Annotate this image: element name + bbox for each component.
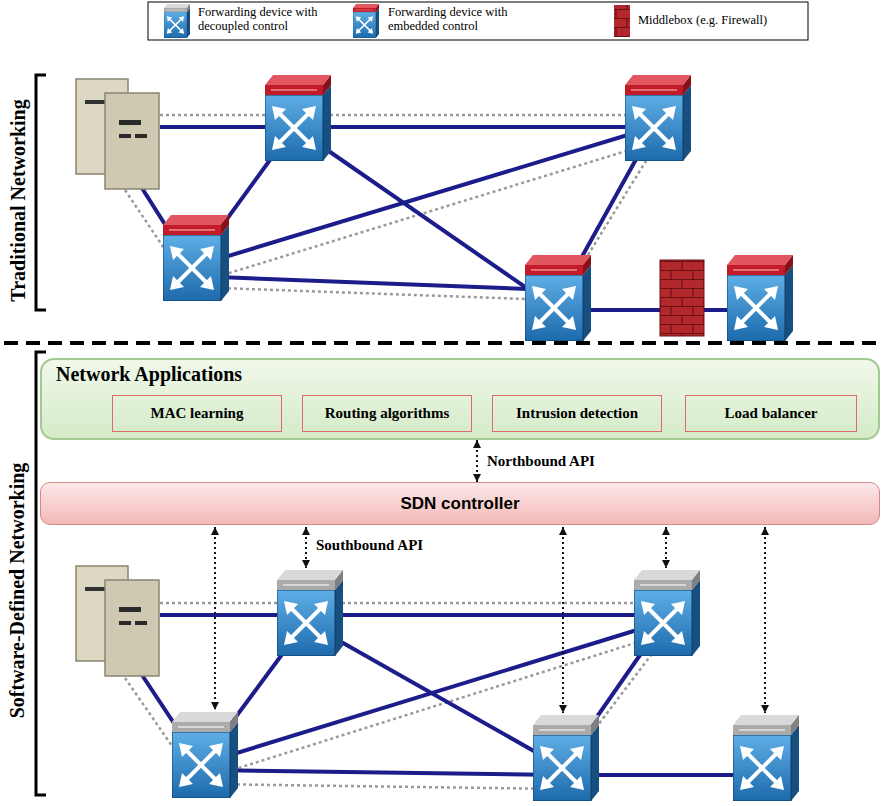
legend-frame	[148, 2, 808, 40]
legend-text: Forwarding device with decoupled control	[198, 5, 340, 34]
api-arrow	[305, 527, 307, 568]
api-label: Southbound API	[314, 537, 425, 554]
switch-icon	[163, 215, 229, 301]
legend-icon-embedded	[353, 4, 379, 38]
flow-path	[306, 602, 663, 605]
api-arrow	[562, 527, 564, 713]
api-connector	[476, 440, 478, 482]
box-label: Intrusion detection	[516, 405, 638, 422]
server-icon	[76, 566, 159, 676]
switch-icon	[733, 715, 799, 801]
switch-icon	[634, 570, 700, 656]
legend-icon-firewall	[614, 5, 630, 37]
link	[306, 622, 562, 767]
switch-icon	[625, 75, 691, 161]
switch-icon	[172, 712, 238, 798]
switch-icon	[533, 715, 599, 801]
box-label: MAC learning	[151, 405, 244, 422]
application-box: Load balancer	[685, 395, 857, 432]
switch-icon	[277, 570, 343, 656]
box-label: Load balancer	[725, 405, 818, 422]
legend-text: Middlebox (e.g. Firewall)	[638, 13, 804, 27]
switch-icon	[727, 255, 793, 341]
api-arrow	[665, 527, 667, 568]
application-box: Intrusion detection	[492, 395, 662, 432]
controller-band: SDN controller	[40, 482, 880, 525]
bracket	[36, 75, 46, 310]
api-label: Northbound API	[485, 453, 597, 470]
application-box: Routing algorithms	[302, 395, 472, 432]
southbound-arrows	[215, 527, 765, 713]
divider	[4, 341, 883, 345]
server-icon	[76, 79, 159, 189]
application-box: MAC learning	[112, 395, 282, 432]
layer-title: Network Applications	[56, 363, 242, 386]
link	[192, 127, 654, 267]
legend-icon-decoupled	[164, 4, 190, 38]
link	[294, 125, 654, 129]
box-label: SDN controller	[400, 494, 519, 514]
link	[201, 770, 562, 775]
section-label: Traditional Networking	[7, 99, 30, 301]
link	[192, 276, 554, 290]
api-arrow	[214, 527, 216, 710]
flow-path	[294, 114, 654, 117]
switch-icon	[265, 75, 331, 161]
section-label: Software-Defined Networking	[6, 463, 29, 719]
flow-path	[201, 784, 562, 789]
box-label: Routing algorithms	[325, 405, 450, 422]
api-arrow	[764, 527, 766, 713]
legend-text: Forwarding device with embedded control	[388, 5, 540, 34]
application-layer-band: Network ApplicationsMAC learning Routing …	[40, 358, 880, 440]
switch-icon	[525, 255, 591, 341]
link	[306, 613, 663, 617]
firewall-icon	[660, 260, 704, 336]
